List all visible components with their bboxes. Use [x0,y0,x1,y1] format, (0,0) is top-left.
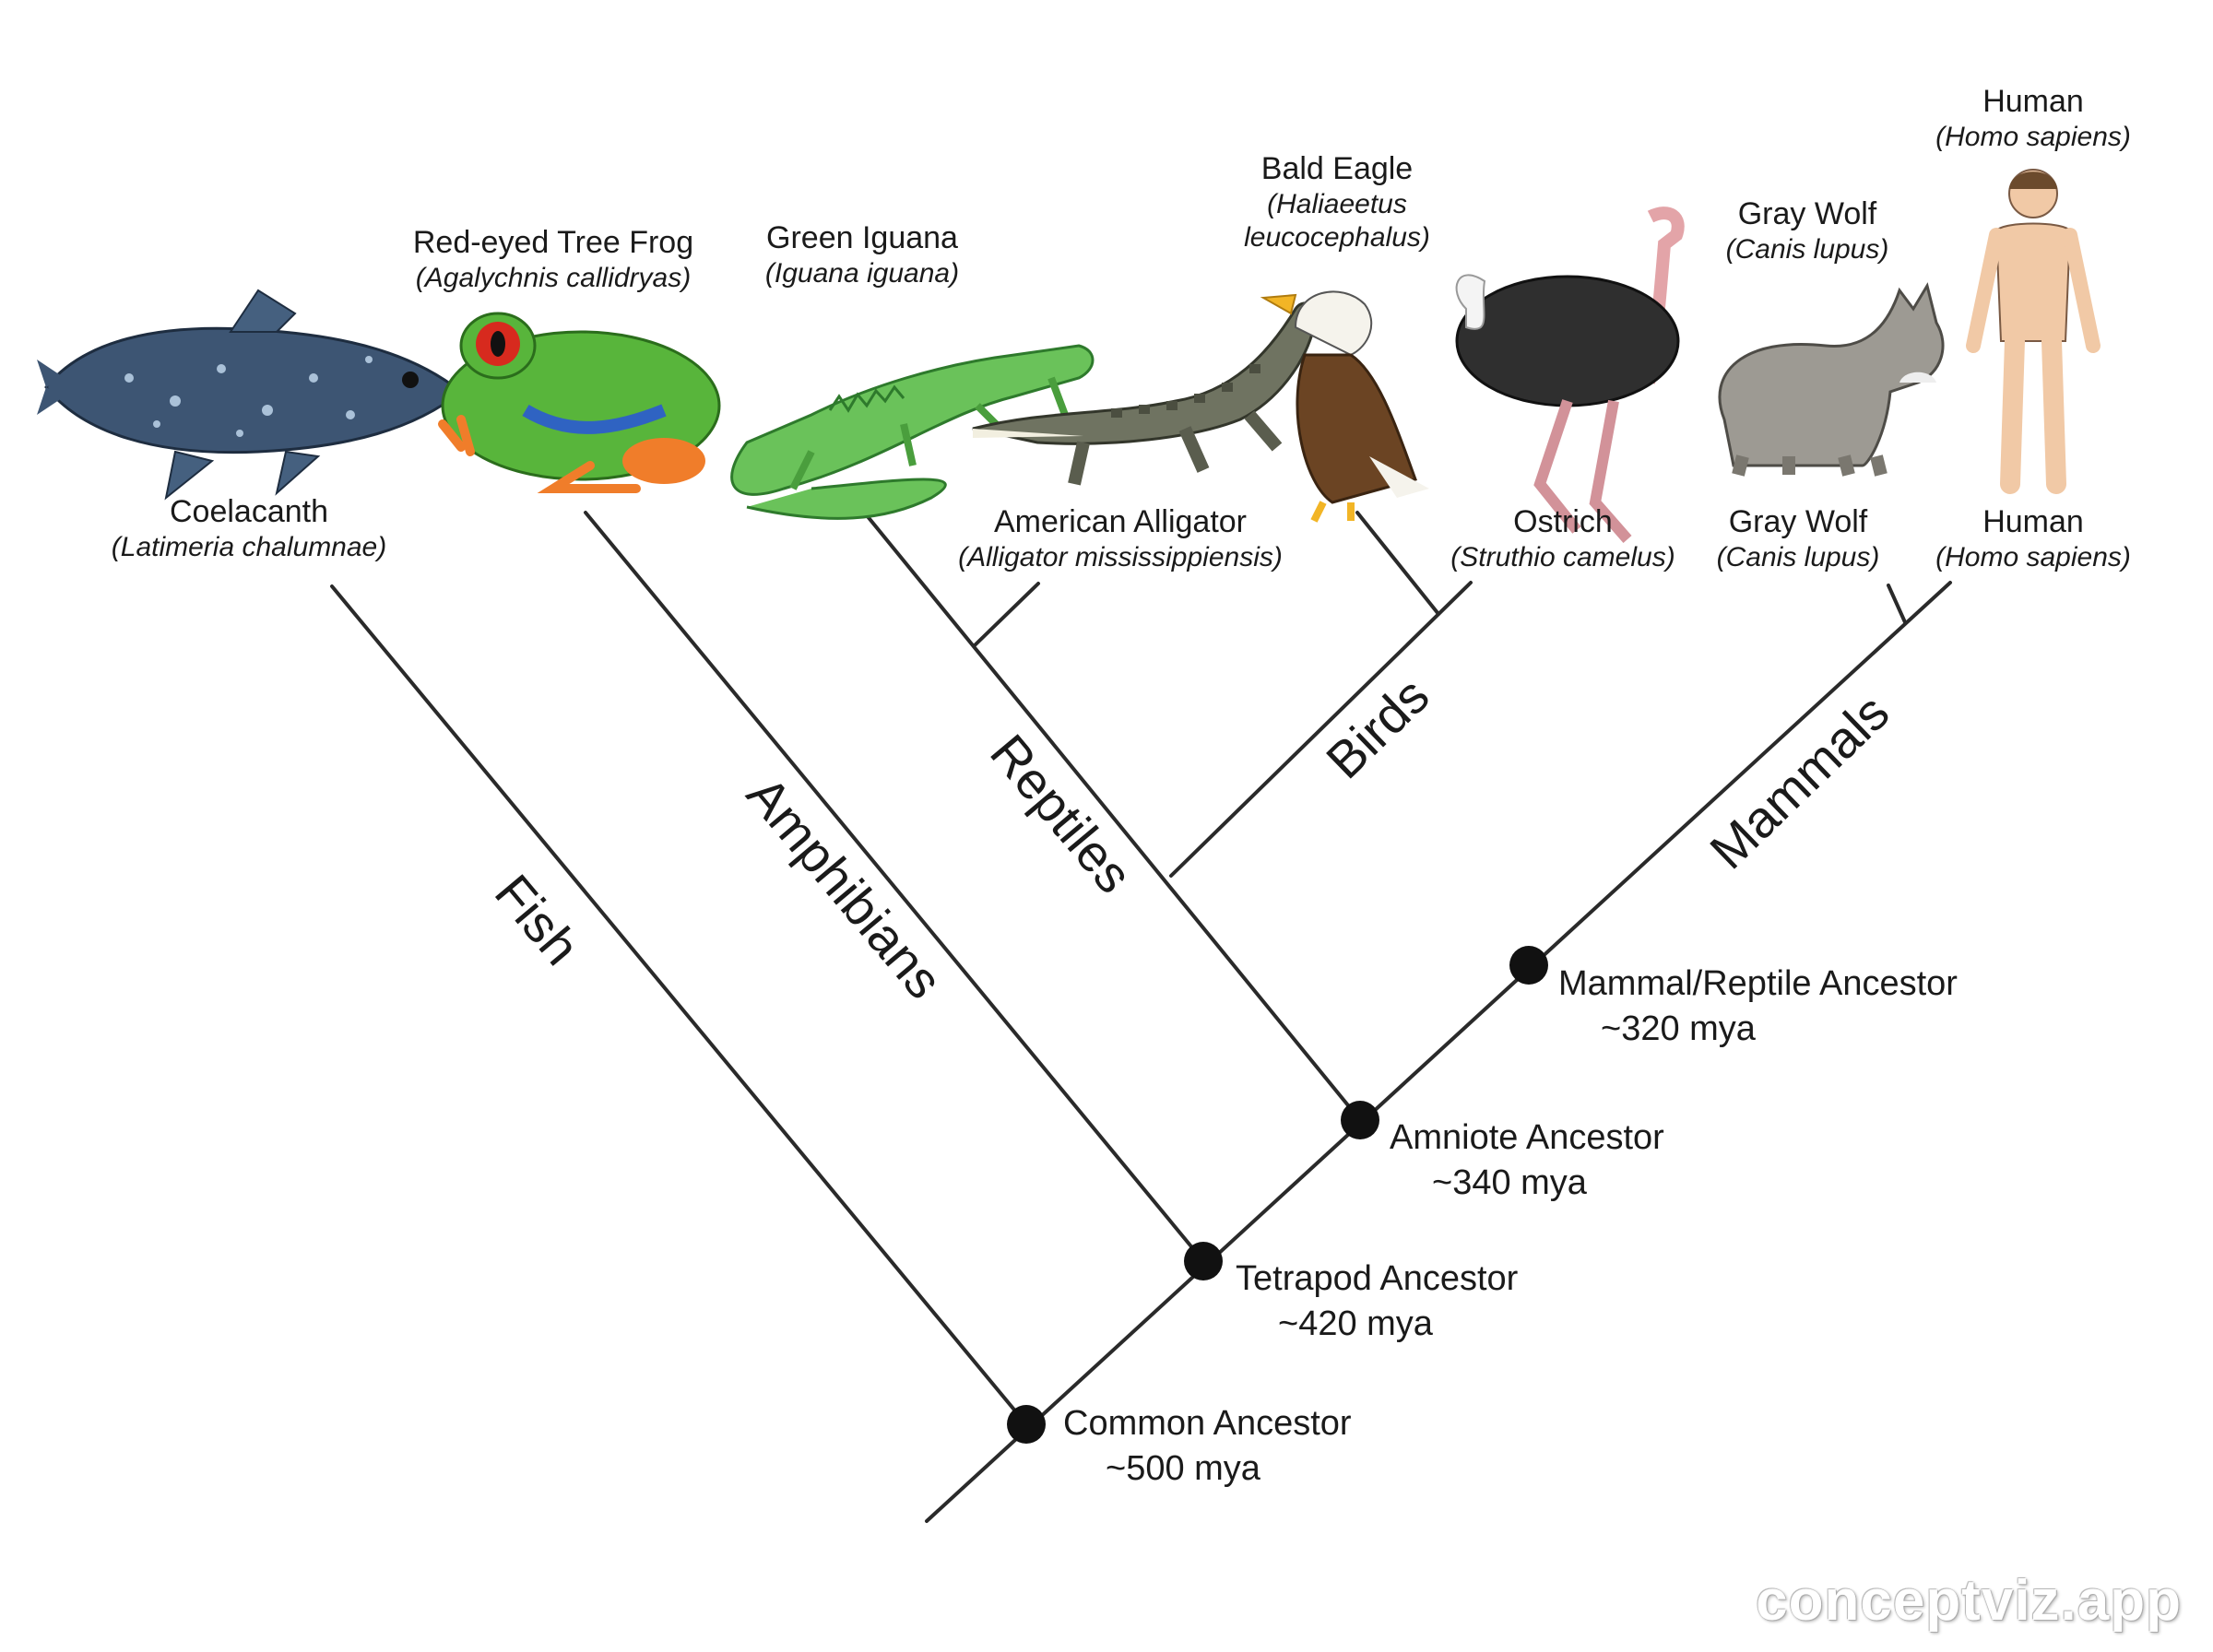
common-name: Ostrich [1513,504,1613,539]
coelacanth-illustration [37,289,464,501]
common-name: Bald Eagle [1260,151,1414,186]
label-human: Human (Homo sapiens) [1918,503,2148,574]
common-name: Gray Wolf [1737,196,1877,231]
common-name: Gray Wolf [1728,504,1868,539]
node-name: Common Ancestor [1063,1404,1352,1443]
human-wolf-tick [1887,584,1907,624]
label-ostrich: Ostrich (Struthio camelus) [1438,503,1687,574]
label-human-top: Human (Homo sapiens) [1918,83,2148,154]
alligator-branch [972,582,1040,648]
human-illustration [1966,169,2101,494]
label-coelacanth: Coelacanth (Latimeria chalumnae) [92,493,406,564]
node-label-tetrapod-ancestor: Tetrapod Ancestor ~420 mya [1236,1257,1518,1346]
bald-eagle-illustration [1260,290,1429,523]
node-common-ancestor [1007,1405,1046,1444]
scientific-name: (Latimeria chalumnae) [111,531,387,562]
node-name: Amniote Ancestor [1390,1118,1664,1157]
common-name: Human [1982,84,2084,119]
label-frog: Red-eyed Tree Frog (Agalychnis callidrya… [387,224,719,295]
common-name: Red-eyed Tree Frog [412,225,694,260]
node-label-mammal-reptile-ancestor: Mammal/Reptile Ancestor ~320 mya [1558,962,1958,1051]
scientific-name: (Homo sapiens) [1935,541,2131,572]
node-age: ~420 mya [1278,1304,1433,1343]
amphibians-branch [584,511,1205,1263]
label-bald-eagle: Bald Eagle (Haliaeetus leucocephalus) [1217,150,1457,254]
label-iguana: Green Iguana (Iguana iguana) [719,219,1005,290]
node-age: ~340 mya [1432,1162,1587,1202]
node-label-common-ancestor: Common Ancestor ~500 mya [1063,1401,1352,1491]
trunk-branch [925,581,1952,1523]
common-name: American Alligator [993,504,1247,539]
node-age: ~500 mya [1106,1448,1260,1488]
scientific-name: (Canis lupus) [1716,541,1880,572]
scientific-name: (Agalychnis callidryas) [415,262,692,293]
node-label-amniote-ancestor: Amniote Ancestor ~340 mya [1390,1115,1664,1205]
label-gray-wolf-top: Gray Wolf (Canis lupus) [1697,195,1918,266]
watermark: conceptviz.app [1756,1569,2182,1633]
node-amniote-ancestor [1341,1101,1379,1139]
gray-wolf-illustration [1718,282,1945,477]
eagle-branch [1355,511,1440,616]
scientific-name: (Iguana iguana) [764,257,960,289]
iguana-illustration [730,344,1095,520]
reptiles-branch [860,508,1362,1122]
node-name: Tetrapod Ancestor [1236,1259,1519,1298]
node-age: ~320 mya [1601,1009,1756,1048]
ostrich-illustration [1455,206,1685,543]
scientific-name: (Haliaeetus leucocephalus) [1244,188,1430,253]
node-tetrapod-ancestor [1184,1242,1223,1280]
scientific-name: (Canis lupus) [1725,233,1889,265]
alligator-illustration [972,301,1319,486]
scientific-name: (Alligator mississippiensis) [958,541,1283,572]
common-name: Human [1982,504,2084,539]
frog-illustration [438,312,721,493]
label-alligator: American Alligator (Alligator mississipp… [941,503,1300,574]
node-mammal-reptile-ancestor [1509,946,1548,985]
fish-branch [330,584,1028,1426]
birds-branch [1169,581,1473,878]
common-name: Green Iguana [766,220,958,255]
label-gray-wolf: Gray Wolf (Canis lupus) [1697,503,1899,574]
scientific-name: (Homo sapiens) [1935,121,2131,152]
scientific-name: (Struthio camelus) [1450,541,1675,572]
common-name: Coelacanth [169,494,328,529]
node-name: Mammal/Reptile Ancestor [1558,964,1958,1003]
